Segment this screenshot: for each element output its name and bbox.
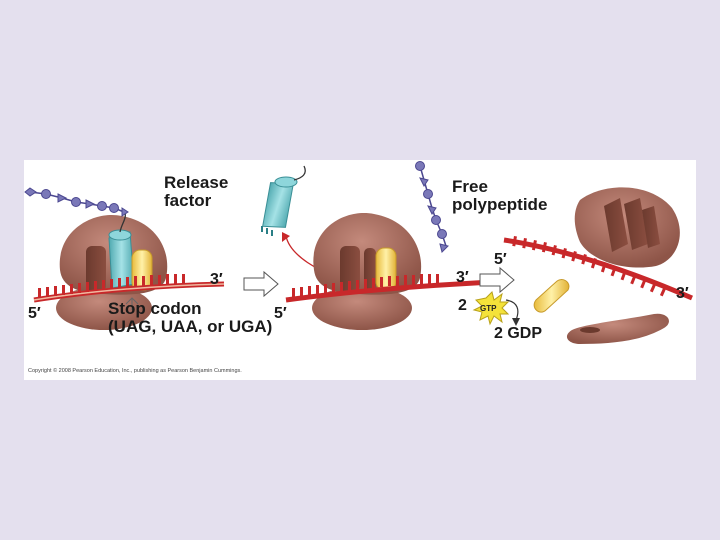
three-prime-label-1: 3′	[210, 271, 223, 288]
small-subunit	[56, 286, 152, 330]
copyright-notice: Copyright © 2008 Pearson Education, Inc.…	[28, 368, 242, 374]
gdp-label: 2 GDP	[494, 325, 543, 342]
stop-codon-label: Stop codon (UAG, UAA, or UGA)	[108, 300, 272, 336]
release-factor-label-line2: factor	[164, 190, 212, 210]
free-polypeptide-chain	[415, 161, 449, 253]
five-prime-label-3: 5′	[494, 251, 507, 268]
released-trna	[533, 279, 570, 313]
gtp-burst	[472, 291, 510, 326]
diagram-panel: Release factor Free polypeptide Stop cod…	[24, 160, 696, 380]
released-factor	[261, 165, 306, 236]
stop-codon-label-line1: Stop codon	[108, 299, 202, 318]
gtp-label: GTP	[480, 304, 497, 313]
release-factor-label: Release factor	[164, 174, 228, 210]
free-polypeptide-label-line2: polypeptide	[452, 194, 548, 214]
free-polypeptide-label: Free polypeptide	[452, 178, 547, 214]
three-prime-label-3: 3′	[676, 285, 689, 302]
five-prime-label-1: 5′	[28, 305, 41, 322]
dissociated-large-subunit	[574, 187, 680, 268]
release-factor-label-line1: Release	[164, 173, 229, 192]
stage-1	[24, 187, 225, 330]
gtp-count: 2	[458, 297, 467, 314]
step-arrow-2	[479, 266, 515, 294]
dissociated-small-subunit	[566, 313, 669, 344]
three-prime-label-2: 3′	[456, 269, 469, 286]
free-polypeptide-label-line1: Free	[452, 177, 488, 196]
stage-3	[503, 187, 693, 344]
released-mrna	[503, 237, 693, 301]
polypeptide	[24, 187, 129, 217]
stop-codon-label-line2: (UAG, UAA, or UGA)	[108, 316, 273, 336]
step-arrow-1	[243, 270, 279, 298]
p-site	[86, 246, 106, 292]
stage-2	[285, 213, 495, 330]
five-prime-label-2: 5′	[274, 305, 287, 322]
termination-diagram	[24, 161, 693, 344]
